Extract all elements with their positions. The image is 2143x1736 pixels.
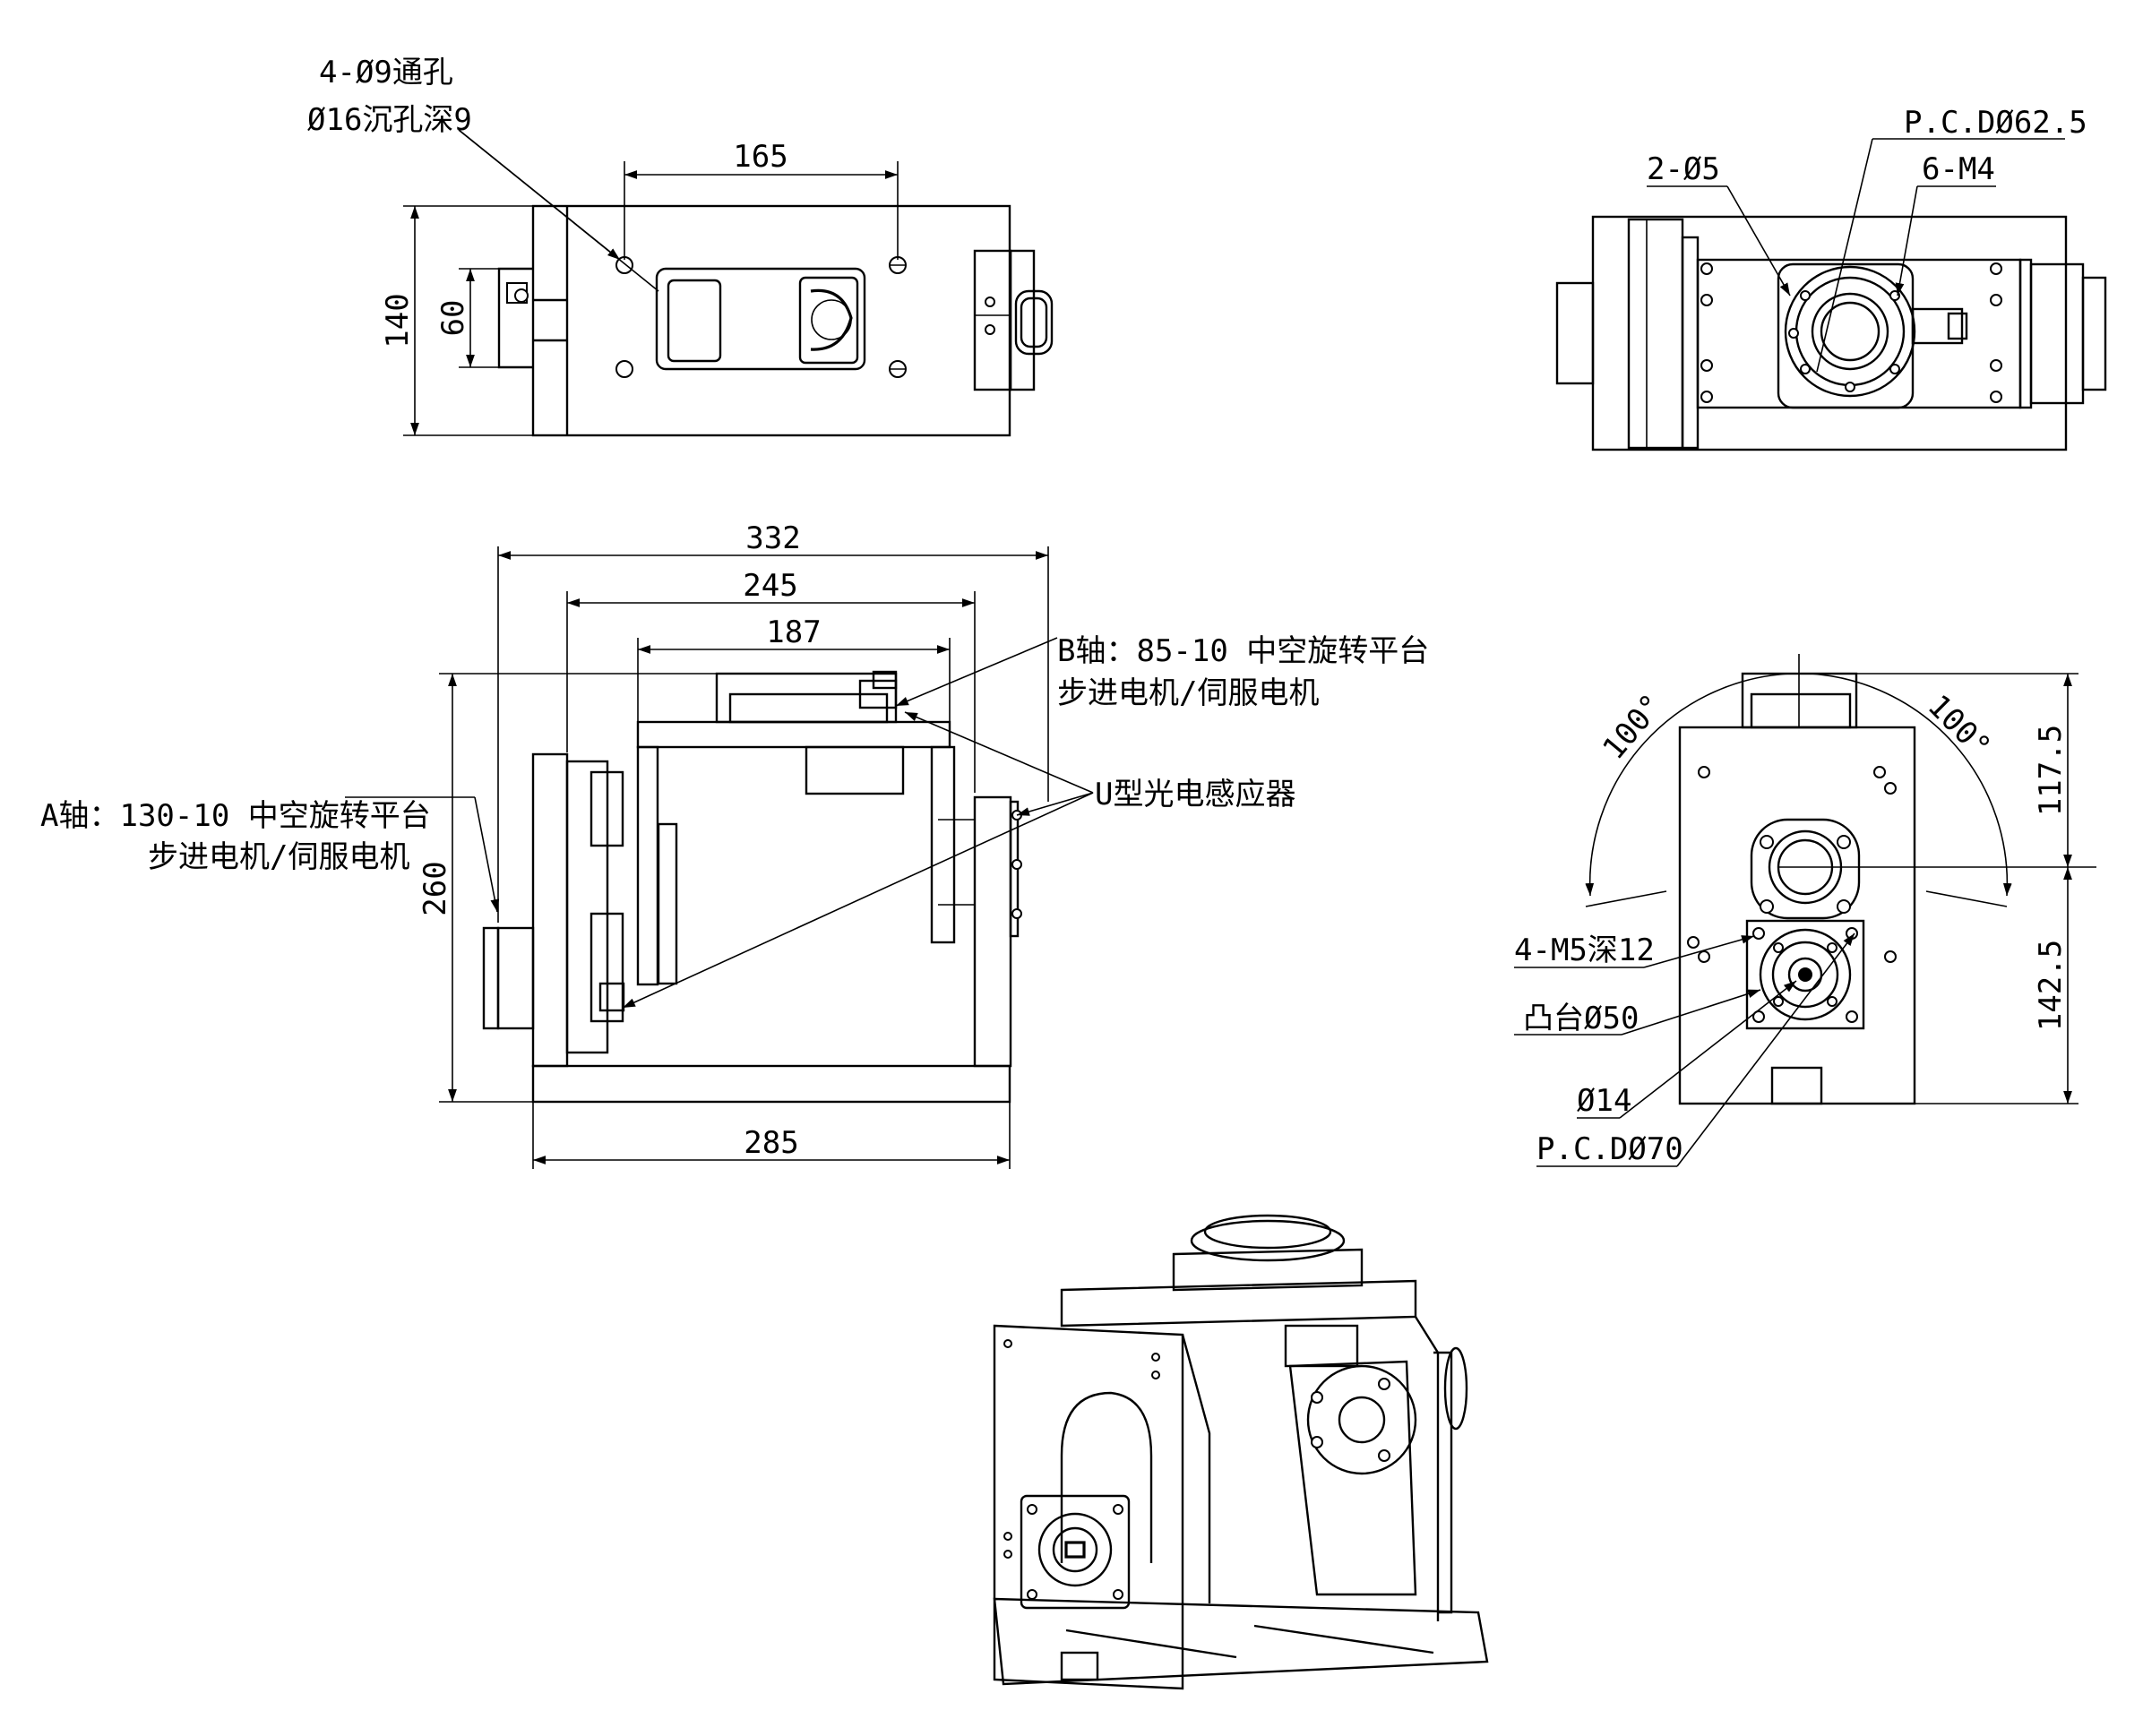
dim-60: 60 [435,300,471,337]
hole-note-line1: 4-Ø9通孔 [319,55,453,90]
a-axis-line1: A轴：130-10 中空旋转平台 [40,798,431,834]
holes-m5: 4-M5深12 [1514,932,1655,968]
holes-6-m4: 6-M4 [1922,151,1995,187]
dim-285: 285 [744,1125,798,1161]
dim-187: 187 [766,614,821,650]
a-axis-line2: 步进电机/伺服电机 [148,839,409,875]
b-axis-line1: B轴：85-10 中空旋转平台 [1057,633,1429,669]
isometric-view [993,1214,1489,1690]
dim-260: 260 [417,861,453,915]
dim-165: 165 [733,139,787,175]
pcd-70: P.C.DØ70 [1536,1131,1683,1167]
holes-2-d5: 2-Ø5 [1647,151,1720,187]
bore-14: Ø14 [1577,1083,1631,1119]
top-right-view: P.C.DØ62.5 2-Ø5 6-M4 [1555,105,2107,451]
pcd-62-5: P.C.DØ62.5 [1904,105,2087,141]
side-view: 100° 100° 117.5 142.5 4-M5深12 凸台Ø50 Ø14 … [1514,654,2096,1167]
dim-140: 140 [380,293,416,348]
front-view: 332 245 187 260 285 B轴：85-10 中空旋转平台 步进电机… [40,520,1429,1169]
sensor-label: U型光电感应器 [1095,777,1295,812]
dim-245: 245 [743,568,797,604]
dim-142-5: 142.5 [2033,940,2069,1031]
boss-50: 凸台Ø50 [1523,1001,1639,1036]
hole-note-line2: Ø16沉孔深9 [307,102,472,138]
dim-332: 332 [745,520,800,556]
dim-117-5: 117.5 [2033,725,2069,816]
angle-right: 100° [1921,688,1998,765]
top-view: 165 140 60 4-Ø9通孔 Ø16沉孔深9 [307,55,1054,437]
b-axis-line2: 步进电机/伺服电机 [1057,675,1319,711]
